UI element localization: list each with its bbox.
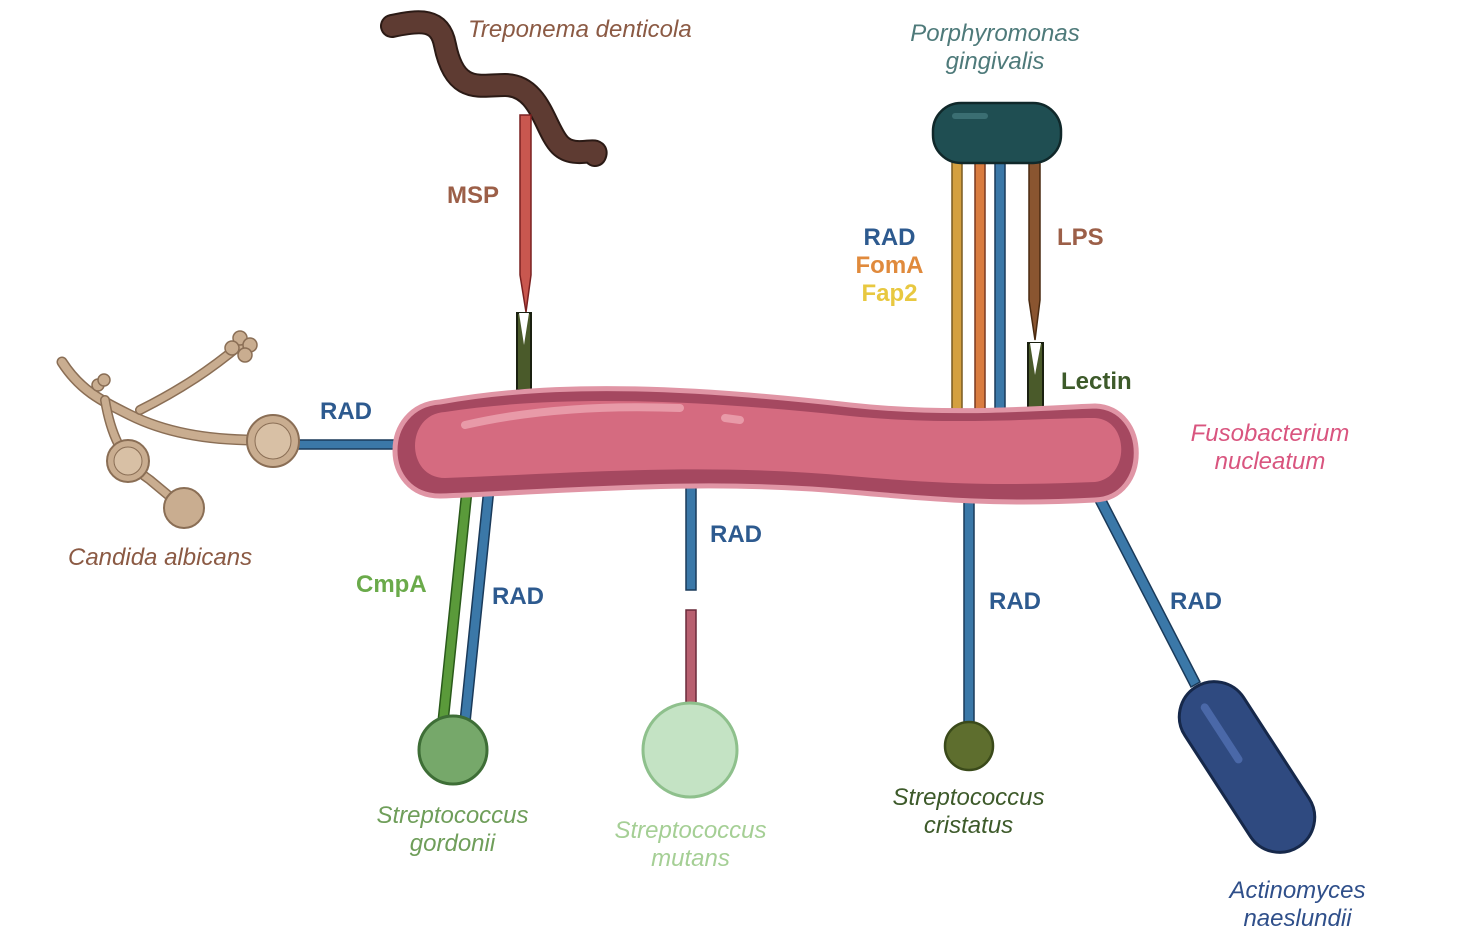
fap2-adhesin bbox=[951, 159, 963, 416]
label-line: cristatus bbox=[923, 812, 1014, 839]
msp-receptor-notch bbox=[519, 313, 529, 345]
actinomyces-cell bbox=[1177, 680, 1317, 854]
cristatus-cell bbox=[943, 720, 995, 772]
gordonii-cell bbox=[417, 714, 489, 786]
label-cmpa: CmpA bbox=[356, 571, 427, 598]
lectin-notch bbox=[1030, 343, 1041, 375]
label-rad-actinomyces: RAD bbox=[1170, 588, 1222, 615]
rad-adhesin-pg bbox=[994, 159, 1006, 416]
mutans-receptor bbox=[685, 609, 697, 706]
label-foma: FomA bbox=[855, 252, 924, 279]
label-rad-cristatus: RAD bbox=[989, 588, 1041, 615]
label-line: mutans bbox=[651, 845, 730, 872]
label-line: Fusobacterium bbox=[1190, 420, 1350, 447]
rad-adhesin-cristatus bbox=[963, 499, 975, 726]
label-cristatus: Streptococcus cristatus bbox=[876, 784, 1061, 840]
label-msp: MSP bbox=[447, 182, 500, 209]
label-mutans: Streptococcus mutans bbox=[598, 817, 783, 873]
label-candida: Candida albicans bbox=[68, 544, 253, 571]
rad-adhesin-mutans bbox=[685, 479, 697, 591]
label-line: gordonii bbox=[409, 830, 496, 857]
treponema-cell bbox=[380, 10, 608, 167]
label-fap2: Fap2 bbox=[861, 280, 918, 307]
label-line: Actinomyces bbox=[1229, 877, 1366, 904]
label-treponema: Treponema denticola bbox=[468, 16, 692, 43]
label-line: naeslundii bbox=[1243, 905, 1352, 932]
label-rad-pg: RAD bbox=[863, 224, 916, 251]
label-line: Porphyromonas bbox=[910, 20, 1080, 47]
foma-adhesin bbox=[974, 159, 986, 416]
label-lps: LPS bbox=[1057, 224, 1104, 251]
label-lectin: Lectin bbox=[1061, 368, 1132, 395]
label-gordonii: Streptococcus gordonii bbox=[360, 802, 545, 858]
mutans-cell bbox=[641, 701, 739, 799]
label-porphyromonas: Porphyromonas gingivalis bbox=[900, 20, 1090, 76]
fusobacterium-cell bbox=[392, 386, 1139, 505]
candida-cell bbox=[56, 330, 300, 529]
label-actinomyces: Actinomyces naeslundii bbox=[1205, 877, 1390, 933]
label-rad-gordonii: RAD bbox=[492, 583, 544, 610]
msp-adhesin bbox=[519, 114, 532, 313]
porphyromonas-highlight bbox=[952, 113, 988, 119]
label-line: nucleatum bbox=[1214, 448, 1326, 475]
label-line: Streptococcus bbox=[892, 784, 1045, 811]
porphyromonas-cell bbox=[931, 101, 1063, 165]
label-line: Streptococcus bbox=[614, 817, 767, 844]
label-line: gingivalis bbox=[945, 48, 1045, 75]
label-rad-mutans: RAD bbox=[710, 521, 762, 548]
label-fusobacterium: Fusobacterium nucleatum bbox=[1175, 420, 1365, 476]
rad-adhesin-candida bbox=[294, 439, 406, 450]
label-line: Streptococcus bbox=[376, 802, 529, 829]
lps bbox=[1028, 159, 1041, 341]
label-rad-candida: RAD bbox=[320, 398, 372, 425]
